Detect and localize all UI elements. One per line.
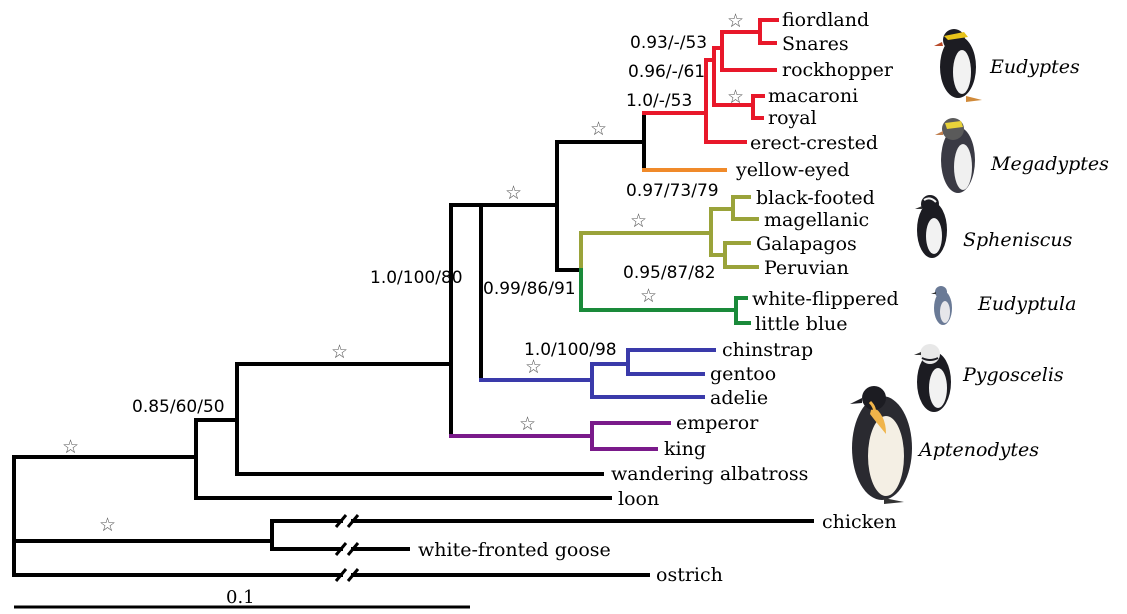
taxon-label-yellow-eyed: yellow-eyed [735, 159, 850, 181]
support-value-085: 0.85/60/50 [132, 397, 225, 417]
taxon-label-gentoo: gentoo [710, 363, 776, 385]
taxon-label-black-footed: black-footed [756, 187, 875, 209]
support-value-096: 0.96/-/61 [628, 62, 705, 82]
taxon-label-fiordland: fiordland [782, 9, 869, 31]
genus-label-spheniscus: Spheniscus [963, 229, 1073, 251]
penguin-illustration-aptenodytes [850, 386, 912, 504]
genus-label-eudyptula: Eudyptula [977, 293, 1076, 315]
break-mark-goose [336, 543, 358, 555]
genus-label-aptenodytes: Aptenodytes [917, 439, 1039, 461]
star-icon: ☆ [727, 10, 744, 32]
taxon-label-royal: royal [768, 107, 817, 129]
star-icon: ☆ [519, 413, 536, 435]
star-icon: ☆ [99, 514, 116, 536]
taxon-label-white-fronted-goose: white-fronted goose [418, 539, 611, 561]
star-icon: ☆ [525, 356, 542, 378]
taxon-label-galapagos: Galapagos [756, 233, 857, 255]
star-icon: ☆ [640, 285, 657, 307]
taxon-label-magellanic: magellanic [764, 209, 869, 231]
star-icon: ☆ [331, 341, 348, 363]
taxon-label-white-flippered: white-flippered [752, 288, 899, 310]
genus-label-eudyptes: Eudyptes [989, 56, 1080, 78]
taxon-label-peruvian: Peruvian [764, 257, 849, 279]
taxon-label-snares: Snares [782, 33, 849, 55]
genus-label-pygoscelis: Pygoscelis [962, 364, 1064, 386]
break-mark-ostrich [336, 569, 358, 581]
scale-bar: 0.1 [14, 587, 470, 608]
spheniscus-clade [581, 197, 757, 270]
support-value-097: 0.97/73/79 [626, 181, 719, 201]
taxon-label-chicken: chicken [822, 511, 897, 533]
scale-bar-label: 0.1 [226, 587, 255, 608]
star-icon: ☆ [590, 118, 607, 140]
support-value-1-0-53: 1.0/-/53 [626, 91, 692, 111]
taxon-label-king: king [664, 438, 706, 460]
star-icon: ☆ [727, 86, 744, 108]
penguin-illustration-spheniscus [915, 195, 947, 258]
aptenodytes-clade [451, 423, 669, 449]
break-mark-chicken [336, 515, 358, 527]
support-value-095: 0.95/87/82 [623, 263, 716, 283]
taxon-label-chinstrap: chinstrap [722, 339, 813, 361]
star-icon: ☆ [62, 436, 79, 458]
penguin-illustration-megadyptes [935, 118, 975, 193]
taxon-label-erect-crested: erect-crested [750, 132, 878, 154]
taxon-label-wandering-albatross: wandering albatross [611, 463, 808, 485]
taxon-label-emperor: emperor [676, 412, 759, 434]
support-value-1-100-80: 1.0/100/80 [370, 268, 463, 288]
taxon-label-adelie: adelie [710, 387, 768, 409]
star-icon: ☆ [505, 182, 522, 204]
support-value-093: 0.93/-/53 [630, 33, 707, 53]
penguin-illustration-eudyptes [934, 29, 982, 102]
taxon-label-rockhopper: rockhopper [782, 59, 894, 81]
taxon-label-macaroni: macaroni [768, 85, 858, 107]
penguin-illustration-eudyptula [931, 286, 952, 325]
genus-label-megadyptes: Megadyptes [990, 153, 1109, 175]
support-value-099: 0.99/86/91 [483, 279, 576, 299]
penguin-illustration-pygoscelis [914, 344, 951, 412]
star-icon: ☆ [630, 210, 647, 232]
taxon-label-ostrich: ostrich [656, 564, 723, 586]
taxon-label-loon: loon [618, 488, 659, 510]
taxon-label-little-blue: little blue [755, 313, 848, 335]
